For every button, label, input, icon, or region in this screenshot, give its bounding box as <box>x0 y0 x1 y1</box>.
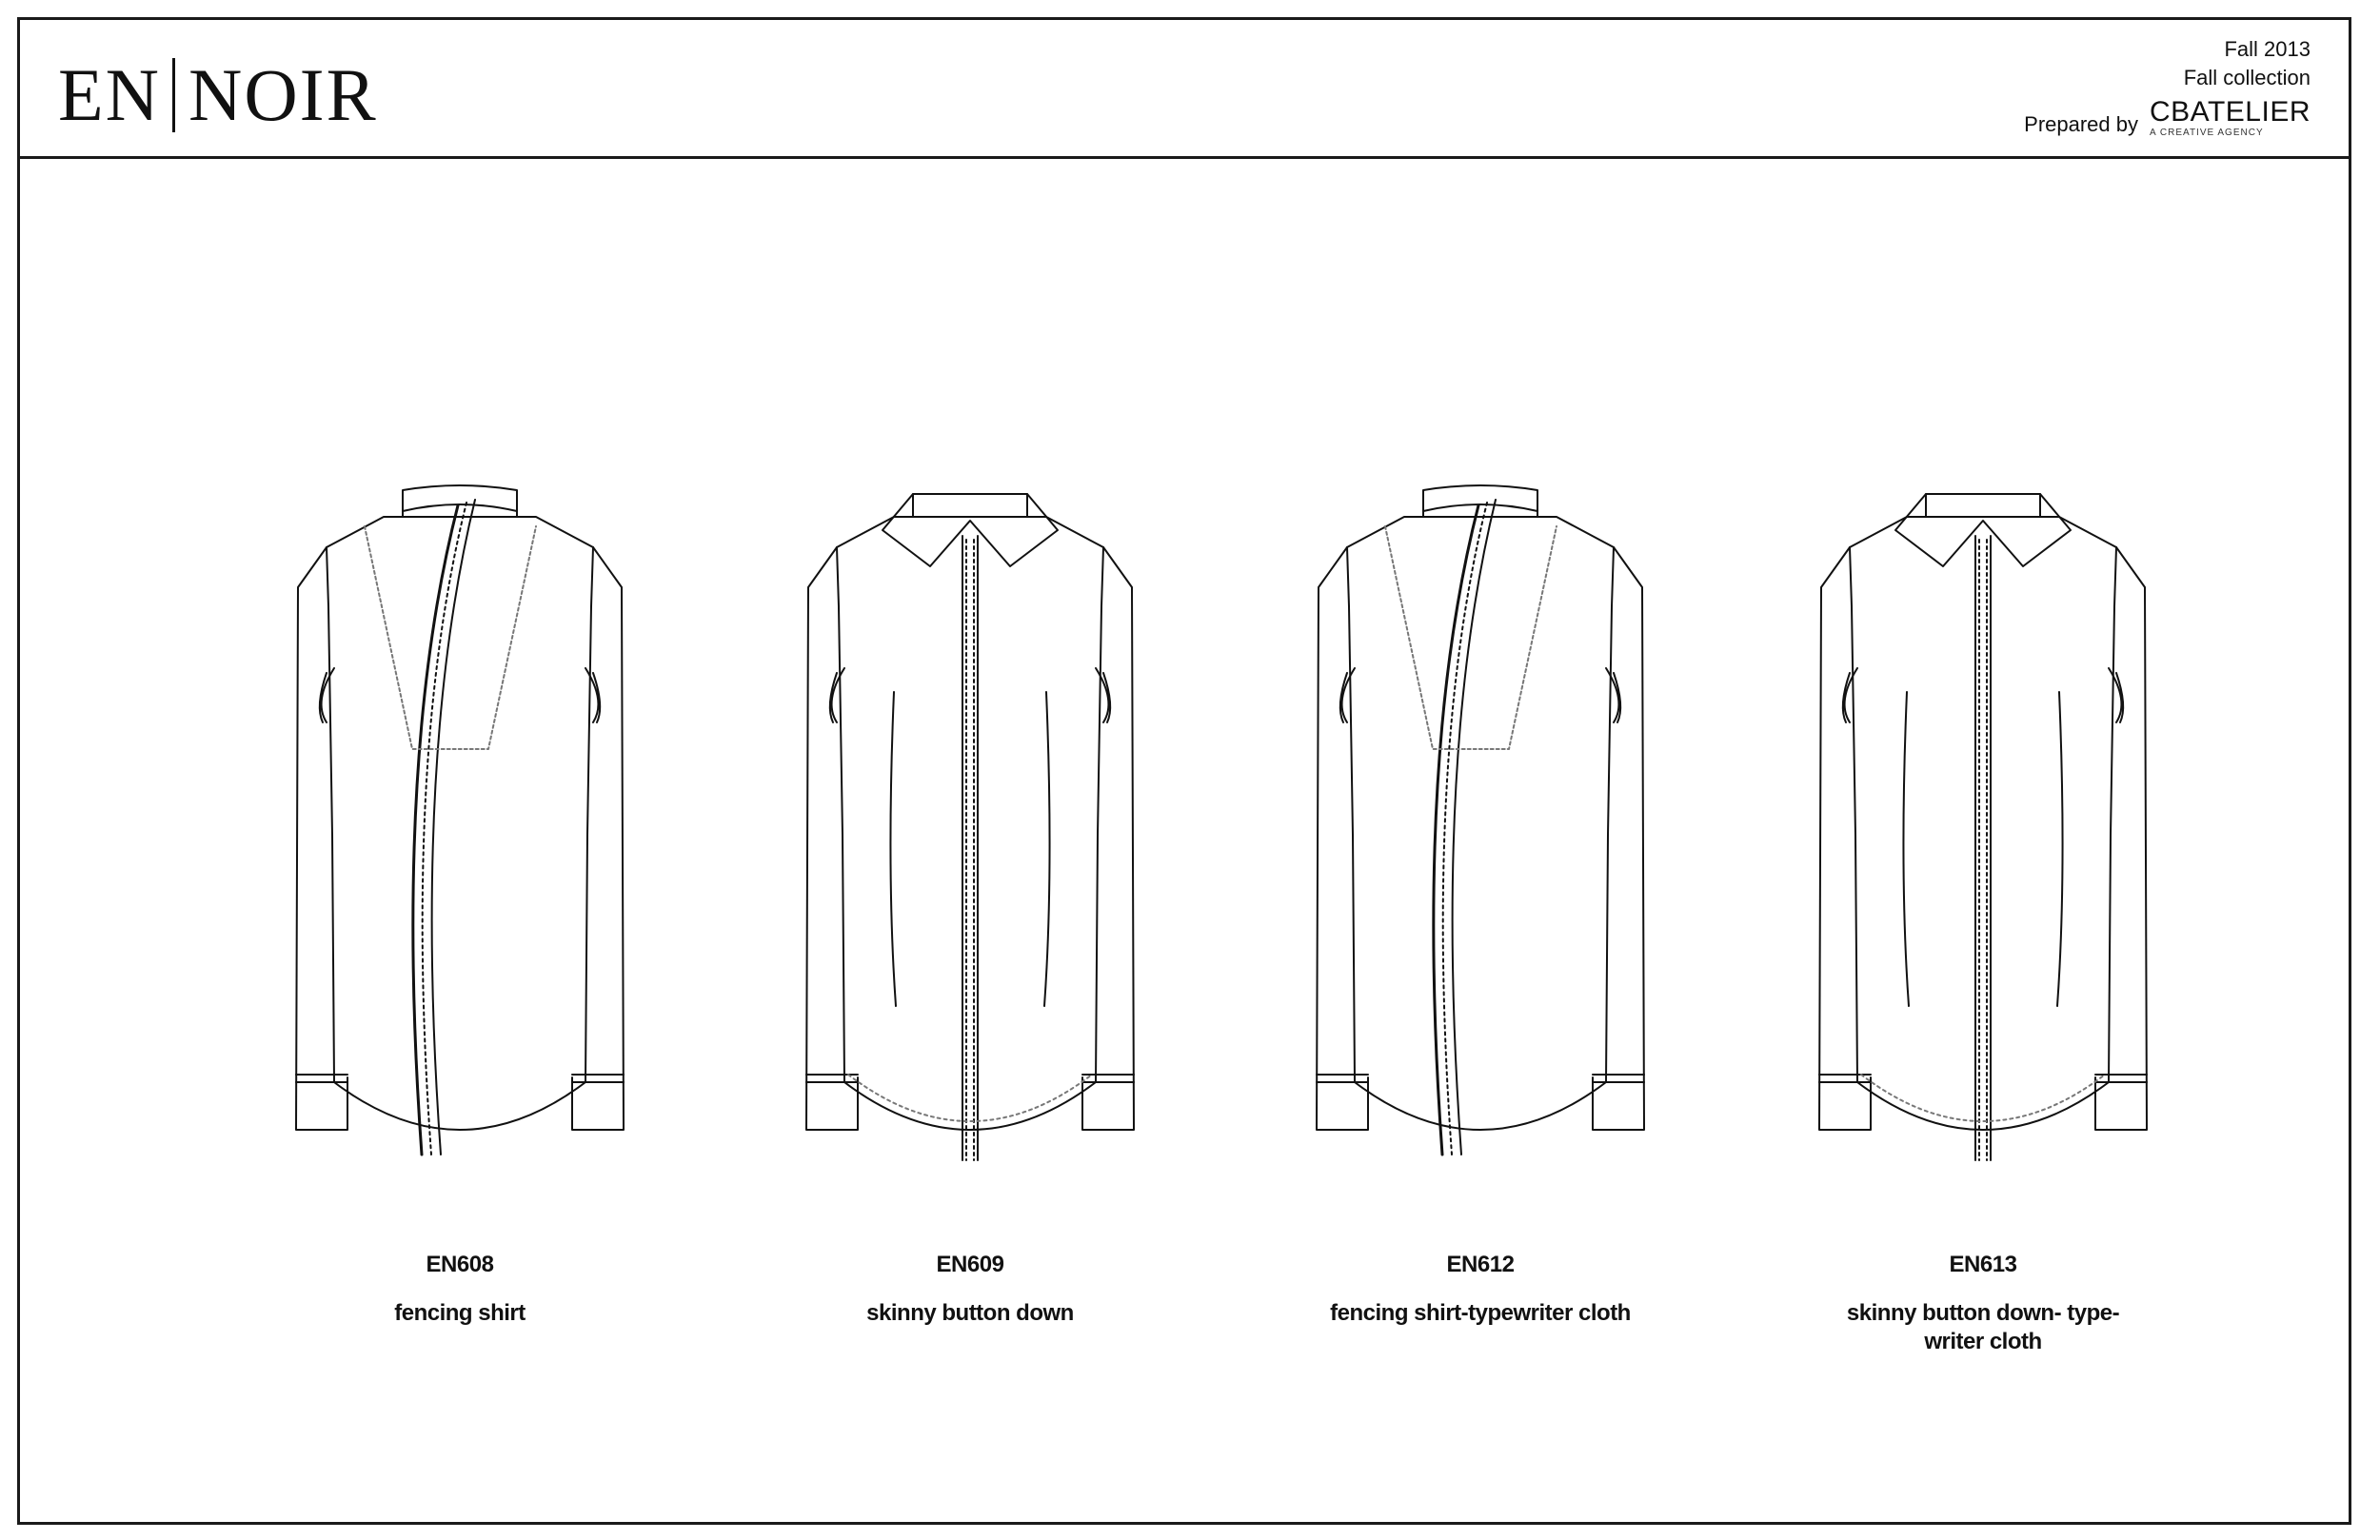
garment-code: EN612 <box>1446 1252 1515 1277</box>
garment-description: skinny button down- type- writer cloth <box>1846 1300 2120 1354</box>
fencing-shirt-sketch <box>295 484 625 1156</box>
garment-code: EN608 <box>426 1252 494 1277</box>
garment-code: EN613 <box>1949 1252 2017 1277</box>
garment-code: EN609 <box>936 1252 1004 1277</box>
garment-description: skinny button down <box>866 1300 1074 1326</box>
garment-card: EN608 fencing shirt <box>193 473 726 1328</box>
fencing-shirt-sketch <box>1316 484 1645 1156</box>
brand-left: EN <box>58 53 161 136</box>
button-down-shirt-sketch <box>805 493 1135 1161</box>
garment-card: EN609 skinny button down <box>704 473 1237 1328</box>
header: EN NOIR Fall 2013 Fall collection Prepar… <box>20 20 2349 159</box>
prepared-by: Prepared by CBATELIER A CREATIVE AGENCY <box>2024 98 2311 138</box>
garment-row: EN608 fencing shirt EN609 skinny button … <box>20 159 2349 1491</box>
prepared-by-label: Prepared by <box>2024 112 2138 136</box>
agency-logo: CBATELIER A CREATIVE AGENCY <box>2150 98 2311 138</box>
garment-description: fencing shirt-typewriter cloth <box>1330 1300 1631 1326</box>
brand-right: NOIR <box>188 53 378 136</box>
header-meta: Fall 2013 Fall collection Prepared by CB… <box>2024 35 2311 138</box>
garment-card: EN613 skinny button down- type- writer c… <box>1716 473 2250 1356</box>
collection-label: Fall collection <box>2183 66 2311 89</box>
brand-logo: EN NOIR <box>58 58 378 132</box>
garment-description: fencing shirt <box>394 1300 526 1326</box>
agency-tagline: A CREATIVE AGENCY <box>2150 128 2264 138</box>
lookbook-sheet: EN NOIR Fall 2013 Fall collection Prepar… <box>17 17 2351 1525</box>
brand-divider <box>171 58 175 132</box>
agency-name: CBATELIER <box>2150 96 2311 128</box>
season-label: Fall 2013 <box>2224 37 2311 61</box>
garment-card: EN612 fencing shirt-typewriter cloth <box>1214 473 1747 1328</box>
button-down-shirt-sketch <box>1818 493 2148 1161</box>
